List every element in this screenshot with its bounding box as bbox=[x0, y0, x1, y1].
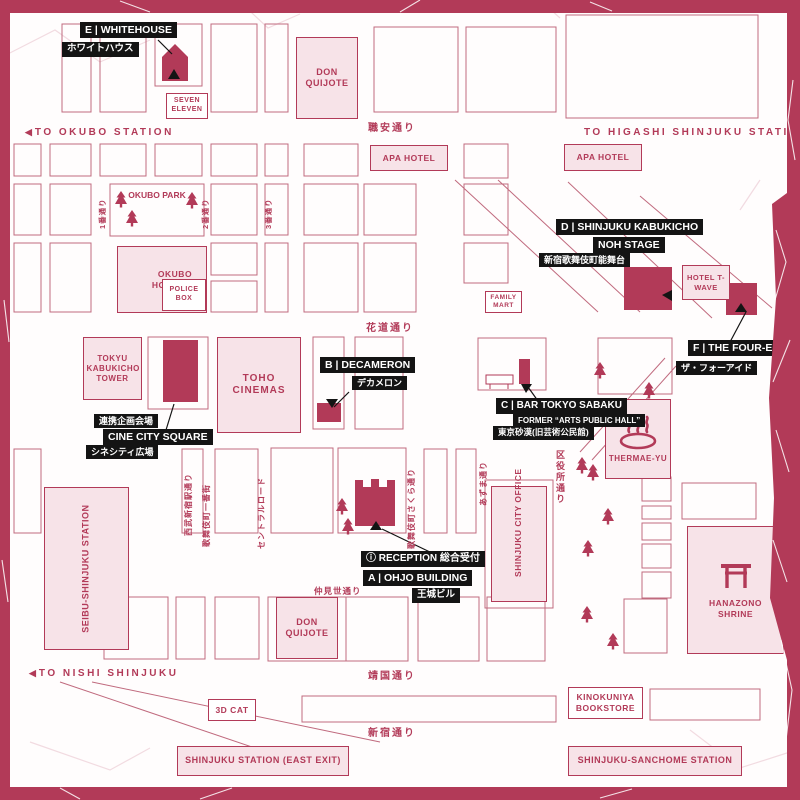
hotel-t-wave-label: HOTEL T-WAVE bbox=[686, 273, 726, 292]
venue-b-label: B | DECAMERON bbox=[320, 357, 416, 374]
apa-hotel-west-box: APA HOTEL bbox=[370, 145, 448, 171]
venue-e-label-jp: ホワイトハウス bbox=[62, 42, 139, 57]
apa-hotel-east-box: APA HOTEL bbox=[564, 144, 642, 171]
family-mart-north-box: FAMILY MART bbox=[485, 291, 522, 313]
noh-stage-building bbox=[624, 267, 672, 310]
marker-sabaku bbox=[521, 384, 532, 393]
city-office-label: SHINJUKU CITY OFFICE bbox=[513, 468, 524, 577]
torii-icon bbox=[720, 564, 751, 589]
street-seibu-shinjuku-eki-dori: 西武新宿駅通り bbox=[184, 473, 193, 536]
street-azuma-dori: あずま通り bbox=[479, 461, 488, 506]
street-hanamichi-dori: 花道通り bbox=[366, 323, 414, 334]
venue-f-label-jp: ザ・フォーアイド bbox=[676, 361, 758, 376]
venue-d-label2: NOH STAGE bbox=[593, 237, 665, 254]
ohjo-building-castle bbox=[355, 479, 395, 526]
seven-eleven-label: SEVEN ELEVEN bbox=[171, 97, 203, 113]
apa-hotel-label: APA HOTEL bbox=[382, 152, 436, 163]
direction-text: TO OKUBO STATION bbox=[34, 127, 174, 138]
direction-text: TO NISHI SHINJUKU bbox=[38, 668, 179, 679]
shinjuku-sanchome-label: SHINJUKU-SANCHOME STATION bbox=[577, 755, 733, 766]
venue-c-sublabel: FORMER “ARTS PUBLIC HALL” bbox=[513, 414, 646, 428]
toho-cinemas-box: TOHO CINEMAS bbox=[217, 337, 301, 433]
don-quijote-label: DON QUIJOTE bbox=[305, 66, 349, 88]
venue-buildings bbox=[162, 44, 757, 526]
decameron-building bbox=[317, 403, 341, 422]
street-shokuan-dori: 職安通り bbox=[368, 123, 416, 134]
cine-city-square-building bbox=[163, 340, 198, 402]
direction-to-nishi-shinjuku: ◀TO NISHI SHINJUKU bbox=[26, 668, 178, 679]
venue-b-label-jp: デカメロン bbox=[352, 376, 408, 391]
hanazono-shrine-label: HANAZONO SHRINE bbox=[708, 598, 763, 619]
cine-city-square-tag: 連携企画会場 bbox=[94, 414, 159, 429]
street-yasukuni-dori: 靖国通り bbox=[368, 671, 416, 682]
toho-cinemas-label: TOHO CINEMAS bbox=[232, 372, 286, 397]
reception-label: ⓘ RECEPTION 総合受付 bbox=[361, 551, 485, 567]
3d-cat-box: 3D CAT bbox=[208, 699, 256, 721]
shinjuku-city-office-box: SHINJUKU CITY OFFICE bbox=[491, 468, 547, 602]
cine-city-square-label-jp: シネシティ広場 bbox=[86, 445, 159, 460]
arrow-left-icon: ◀ bbox=[25, 127, 32, 137]
street-shinjuku-dori: 新宿通り bbox=[368, 728, 416, 739]
venue-c-label: C | BAR TOKYO SABAKU bbox=[496, 398, 627, 414]
hotel-t-wave-box: HOTEL T-WAVE bbox=[682, 265, 730, 300]
street-no1: 1番通り bbox=[98, 198, 107, 229]
venue-e-label: E | WHITEHOUSE bbox=[80, 22, 177, 39]
street-ichibangai: 歌舞伎町一番街 bbox=[202, 484, 211, 547]
kinokuniya-box: KINOKUNIYA BOOKSTORE bbox=[568, 687, 643, 719]
cine-city-square-label: CINE CITY SQUARE bbox=[103, 429, 213, 446]
venue-d-label-jp: 新宿歌舞伎町能舞台 bbox=[539, 253, 631, 268]
tokyu-tower-label: TOKYU KABUKICHO TOWER bbox=[86, 353, 140, 383]
arrow-left-icon: ◀ bbox=[29, 668, 36, 678]
shinjuku-station-east-label: SHINJUKU STATION (EAST EXIT) bbox=[185, 755, 341, 766]
bar-tokyo-sabaku-building bbox=[519, 359, 530, 384]
hanazono-shrine-box: HANAZONO SHRINE bbox=[687, 526, 784, 654]
apa-hotel-label: APA HOTEL bbox=[576, 152, 630, 163]
don-quijote-north-box: DON QUIJOTE bbox=[296, 37, 358, 119]
location-markers bbox=[168, 69, 747, 530]
police-box-label: POLICE BOX bbox=[169, 286, 199, 302]
shinjuku-sanchome-box: SHINJUKU-SANCHOME STATION bbox=[568, 746, 742, 776]
street-sakura-dori: 歌舞伎町さくら通り bbox=[407, 468, 416, 549]
venue-d-label: D | SHINJUKU KABUKICHO bbox=[556, 219, 704, 236]
marker-decameron bbox=[326, 399, 338, 408]
3d-cat-label: 3D CAT bbox=[215, 704, 249, 715]
family-mart-label: FAMILY MART bbox=[490, 293, 517, 309]
street-no3: 3番通り bbox=[264, 198, 273, 229]
shinjuku-station-east-box: SHINJUKU STATION (EAST EXIT) bbox=[177, 746, 349, 776]
tokyu-kabukicho-tower-box: TOKYU KABUKICHO TOWER bbox=[83, 337, 142, 400]
kinokuniya-label: KINOKUNIYA BOOKSTORE bbox=[575, 692, 636, 713]
don-quijote-south-box: DON QUIJOTE bbox=[276, 597, 338, 659]
police-box: POLICE BOX bbox=[162, 279, 206, 311]
thermae-yu-label: THERMAE-YU bbox=[608, 454, 668, 463]
venue-c-label-jp: 東京砂漠(旧芸術公民館) bbox=[493, 426, 594, 440]
marker-whitehouse bbox=[168, 69, 180, 79]
small-sign bbox=[485, 374, 514, 389]
direction-to-okubo: ◀TO OKUBO STATION bbox=[22, 127, 174, 138]
venue-a-label-jp: 王城ビル bbox=[412, 588, 461, 603]
don-quijote-label: DON QUIJOTE bbox=[285, 616, 329, 638]
street-central-road: セントラルロード bbox=[257, 477, 266, 549]
street-nakamise-dori: 仲見世通り bbox=[314, 586, 362, 596]
seibu-shinjuku-station-box: SEIBU-SHINJUKU STATION bbox=[44, 487, 129, 650]
seven-eleven-box: SEVEN ELEVEN bbox=[166, 93, 208, 119]
street-kuyakusho-dori: 区役所通り bbox=[555, 450, 565, 505]
seibu-station-label: SEIBU-SHINJUKU STATION bbox=[80, 504, 91, 633]
venue-f-label: F | THE FOUR-EYED bbox=[688, 340, 799, 357]
leader-lines bbox=[157, 39, 747, 554]
marker-noh-stage bbox=[662, 290, 672, 301]
okubo-park-label: OKUBO PARK bbox=[128, 190, 186, 200]
direction-text: TO HIGASHI SHINJUKU STATION bbox=[584, 127, 800, 138]
street-no2: 2番通り bbox=[201, 198, 210, 229]
direction-to-higashi-shinjuku: TO HIGASHI SHINJUKU STATION▶ bbox=[584, 127, 800, 138]
venue-a-label: A | OHJO BUILDING bbox=[363, 570, 473, 587]
whitehouse-building bbox=[162, 44, 188, 81]
marker-four-eyed bbox=[735, 303, 747, 312]
city-blocks bbox=[13, 14, 761, 723]
marker-ohjo bbox=[370, 521, 382, 530]
